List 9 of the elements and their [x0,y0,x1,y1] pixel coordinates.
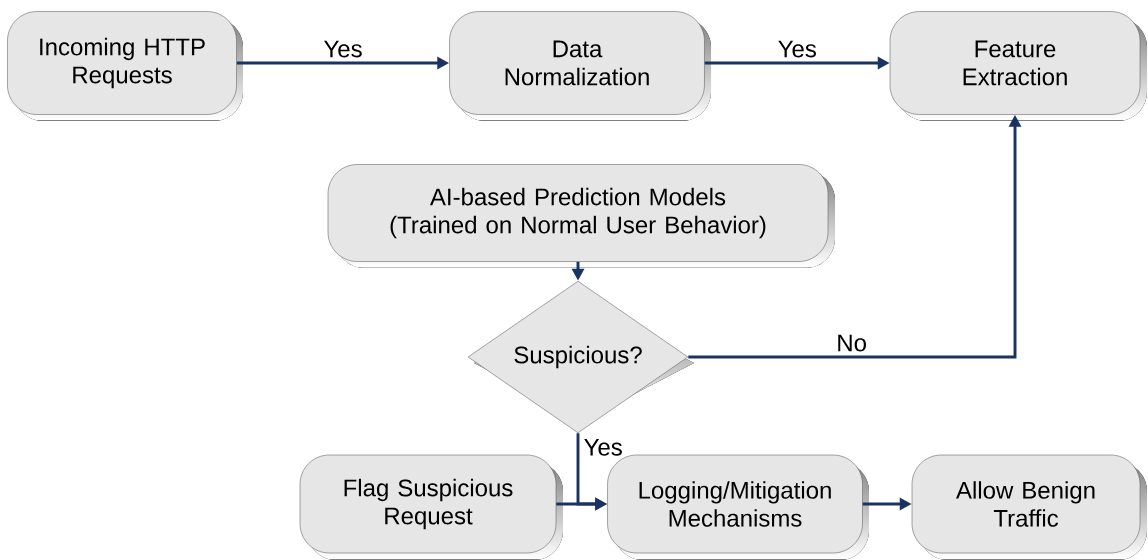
process-box: Data Normalization [449,11,711,121]
process-box: Allow Benign Traffic [911,454,1147,560]
process-box: AI-based Prediction Models (Trained on Normal User Behavior) [327,164,835,268]
process-box: Feature Extraction [889,11,1147,121]
edge-label: Yes [776,39,819,59]
edge-label: Yes [322,39,364,59]
process-box: Flag Suspicious Request [299,454,563,560]
process-box: Incoming HTTP Requests [7,11,243,121]
edge-label: No [834,333,869,353]
